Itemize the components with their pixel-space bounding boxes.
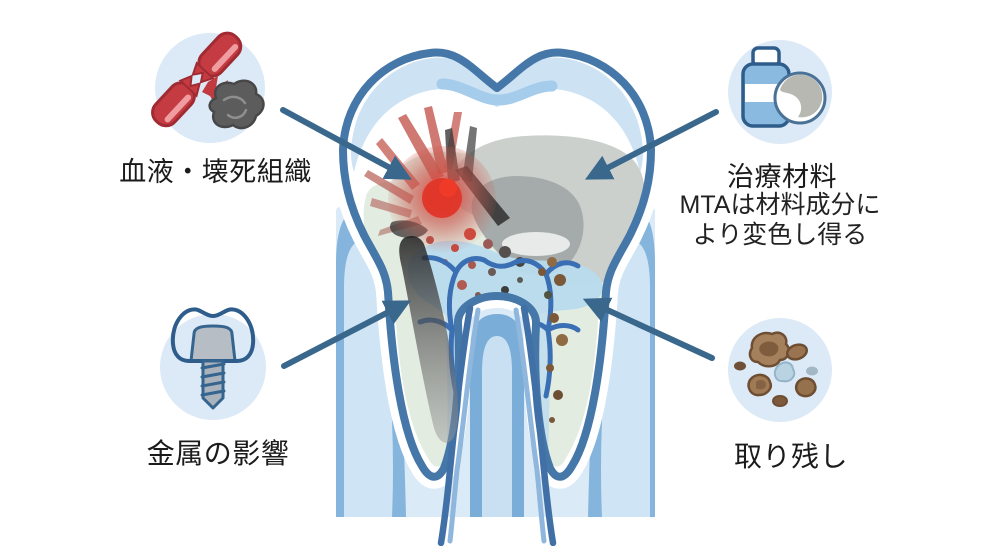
callout-icon-residual-debris [726, 316, 834, 424]
debris-blob-right [795, 377, 817, 398]
note-line-2: より変色し得る [692, 221, 868, 249]
callout-label-residual-debris: 取り残し [733, 441, 848, 472]
metal-stain-streak [399, 236, 459, 443]
medicine-bottle-icon [728, 40, 832, 144]
interradicular-bone [470, 314, 524, 517]
implant-screw-icon [160, 307, 266, 420]
callout-label-metal-influence: 金属の影響 [146, 438, 290, 469]
material-ball-patch [780, 74, 823, 118]
debris-blob-blue [773, 361, 796, 383]
necrotic-tissue-blob [208, 79, 265, 130]
callout-arrows [280, 107, 719, 369]
callout-icon-metal-influence [158, 300, 268, 422]
arrow-residual-debris [582, 297, 715, 361]
debris-dot-bottom [772, 395, 788, 407]
arrow-metal-influence [281, 300, 412, 369]
inflammation [364, 106, 510, 254]
arrow-blood-necrotic-tissue [280, 107, 412, 180]
arrow-treatment-material [584, 109, 719, 180]
debris-dot [734, 361, 746, 371]
debris-dots [538, 257, 568, 423]
root-canal-left [437, 304, 481, 546]
broken-blood-vessel-icon [151, 31, 265, 143]
debris-blob-oval [785, 343, 809, 361]
callout-label-blood-necrotic-tissue: 血液・壊死組織 [119, 157, 312, 187]
callout-note-treatment-material: MTAは材料成分に より変色し得る [666, 190, 894, 250]
callout-icon-treatment-material [726, 38, 834, 146]
note-line-1: MTAは材料成分に [679, 191, 881, 219]
root-canal-right [513, 304, 557, 546]
implant-crown [170, 307, 256, 363]
debris-dot-gray [806, 366, 818, 376]
callout-icon-blood-necrotic-tissue [151, 30, 268, 146]
screw-threads [200, 362, 226, 397]
debris-particles-icon [728, 318, 832, 422]
implant-abutment [189, 324, 237, 363]
callout-label-treatment-material: 治療材料 [727, 162, 837, 192]
enamel-highlight [436, 78, 558, 106]
enamel-outline [339, 48, 655, 481]
enamel-band [351, 57, 643, 172]
